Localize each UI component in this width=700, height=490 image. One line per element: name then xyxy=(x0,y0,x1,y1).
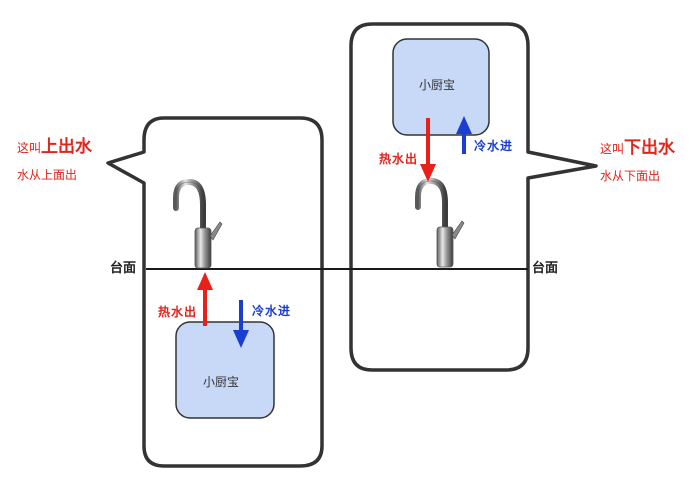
left-hot-label: 热水出 xyxy=(158,305,198,319)
left-callout-title: 这叫上出水 xyxy=(17,139,92,156)
left-heater-label: 小厨宝 xyxy=(203,375,240,389)
countertop-label-right: 台面 xyxy=(532,261,559,276)
left-faucet-icon xyxy=(173,178,223,269)
left-cold-label: 冷水进 xyxy=(252,304,292,318)
right-faucet-icon xyxy=(415,177,465,268)
right-callout-prefix: 这叫 xyxy=(600,142,625,156)
right-cold-arrow xyxy=(456,116,472,154)
left-callout-emphasis: 上出水 xyxy=(41,137,93,157)
left-cold-arrow xyxy=(233,300,249,348)
right-hot-label: 热水出 xyxy=(379,152,419,166)
countertop-label-left: 台面 xyxy=(110,261,137,276)
left-bubble-outline xyxy=(106,116,324,468)
right-callout-title: 这叫下出水 xyxy=(600,140,675,157)
right-heater-label: 小厨宝 xyxy=(419,78,456,92)
right-callout-emphasis: 下出水 xyxy=(624,138,676,158)
left-callout-prefix: 这叫 xyxy=(17,141,42,155)
left-heater-box xyxy=(175,321,275,419)
right-heater-box xyxy=(392,38,490,136)
right-bubble-outline xyxy=(349,22,598,372)
left-hot-arrow xyxy=(197,272,213,326)
right-cold-label: 冷水进 xyxy=(474,139,514,153)
left-callout-sub: 水从上面出 xyxy=(17,168,78,182)
right-callout-sub: 水从下面出 xyxy=(600,169,661,183)
right-hot-arrow xyxy=(420,118,436,182)
